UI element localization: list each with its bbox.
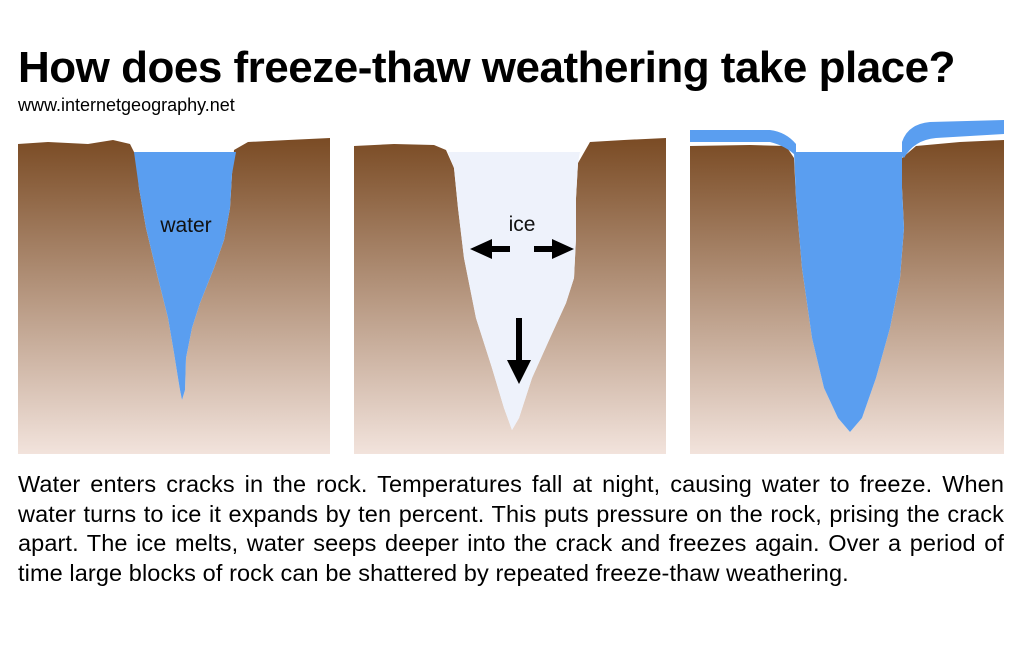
arrow-left-icon: [470, 239, 510, 259]
rock-mass: [354, 138, 666, 454]
source-url: www.internetgeography.net: [18, 95, 235, 115]
stage-3-panel: [690, 118, 1004, 454]
arrow-down-icon: [507, 318, 531, 384]
stage-3-diagram: [690, 120, 1004, 454]
arrow-right-icon: [534, 239, 574, 259]
ice-label: ice: [509, 213, 536, 236]
page-title: How does freeze-thaw weathering take pla…: [18, 43, 955, 92]
description-paragraph: Water enters cracks in the rock. Tempera…: [18, 471, 1004, 586]
stage-2-panel: ice: [354, 118, 666, 454]
stage-2-diagram: ice: [354, 138, 666, 454]
stage-1-diagram: water: [18, 138, 330, 454]
surface-water-right: [902, 120, 1004, 158]
water-label: water: [159, 214, 211, 237]
water-in-crack: [134, 152, 236, 400]
ice-in-crack: [448, 152, 580, 430]
rock-mass: [18, 138, 330, 454]
water-in-crack: [794, 152, 904, 432]
stage-1-panel: water: [18, 118, 330, 454]
rock-mass: [690, 140, 1004, 454]
surface-water-left: [690, 130, 796, 156]
